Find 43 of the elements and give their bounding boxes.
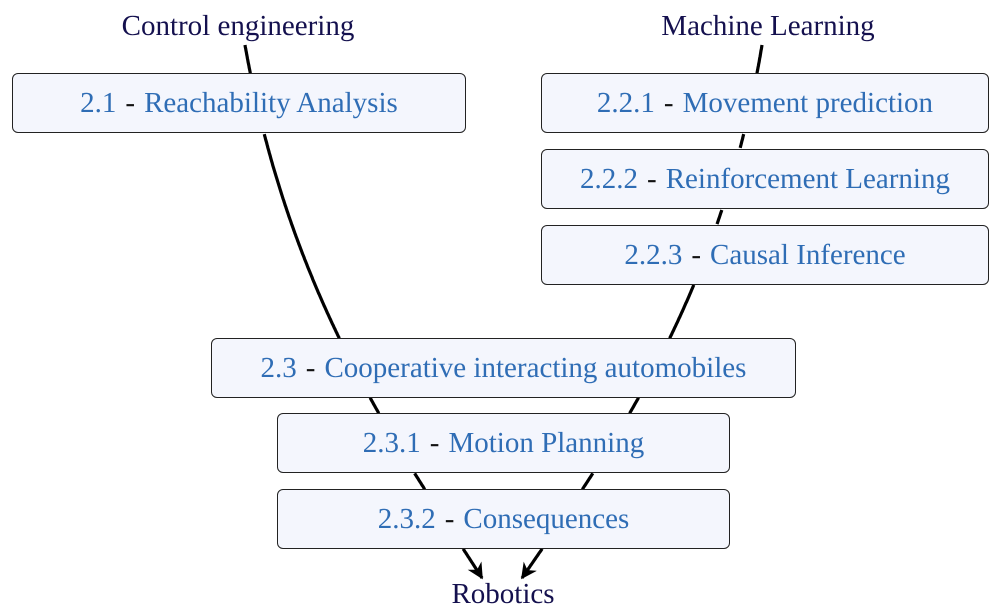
section-number: 2.1 <box>80 86 116 120</box>
connector-line <box>738 134 746 148</box>
curved-arrow <box>520 548 544 580</box>
section-box <box>211 338 796 398</box>
section-title: Movement prediction <box>682 86 934 120</box>
connector-line <box>755 44 764 74</box>
separator: - <box>647 162 657 196</box>
curved-arrow <box>462 548 484 580</box>
connector-line <box>668 284 696 340</box>
section-title: Cooperative interacting automobiles <box>324 352 746 384</box>
section-number: 2.3.2 <box>378 502 436 536</box>
section-number: 2.3 <box>260 352 297 384</box>
section-number: 2.2.1 <box>596 86 655 120</box>
separator: - <box>444 502 454 536</box>
section-title: Motion Planning <box>448 426 644 460</box>
discipline-label: Machine Learning <box>620 8 916 44</box>
section-number: 2.3.1 <box>362 426 421 460</box>
section-box <box>277 489 730 549</box>
separator: - <box>306 352 316 384</box>
connector-line <box>262 134 341 339</box>
connector-line <box>716 210 724 225</box>
section-box <box>541 73 989 133</box>
discipline-label: Control engineering <box>98 8 378 44</box>
connector-line <box>243 44 252 74</box>
section-title: Reinforcement Learning <box>666 162 950 196</box>
connector-line <box>580 472 594 490</box>
separator: - <box>430 426 440 460</box>
connector-line <box>413 472 426 490</box>
discipline-label: Robotics <box>438 578 568 610</box>
separator: - <box>664 86 674 120</box>
section-box <box>277 413 730 473</box>
section-number: 2.2.3 <box>624 238 682 272</box>
section-title: Reachability Analysis <box>144 86 398 120</box>
section-title: Consequences <box>463 502 630 536</box>
connector-line <box>628 396 640 414</box>
section-number: 2.2.2 <box>580 162 638 196</box>
connector-line <box>368 396 380 414</box>
section-title: Causal Inference <box>710 238 906 272</box>
separator: - <box>691 238 702 272</box>
section-box <box>541 149 989 209</box>
separator: - <box>125 86 136 120</box>
section-box <box>541 225 989 285</box>
section-box <box>12 73 466 133</box>
